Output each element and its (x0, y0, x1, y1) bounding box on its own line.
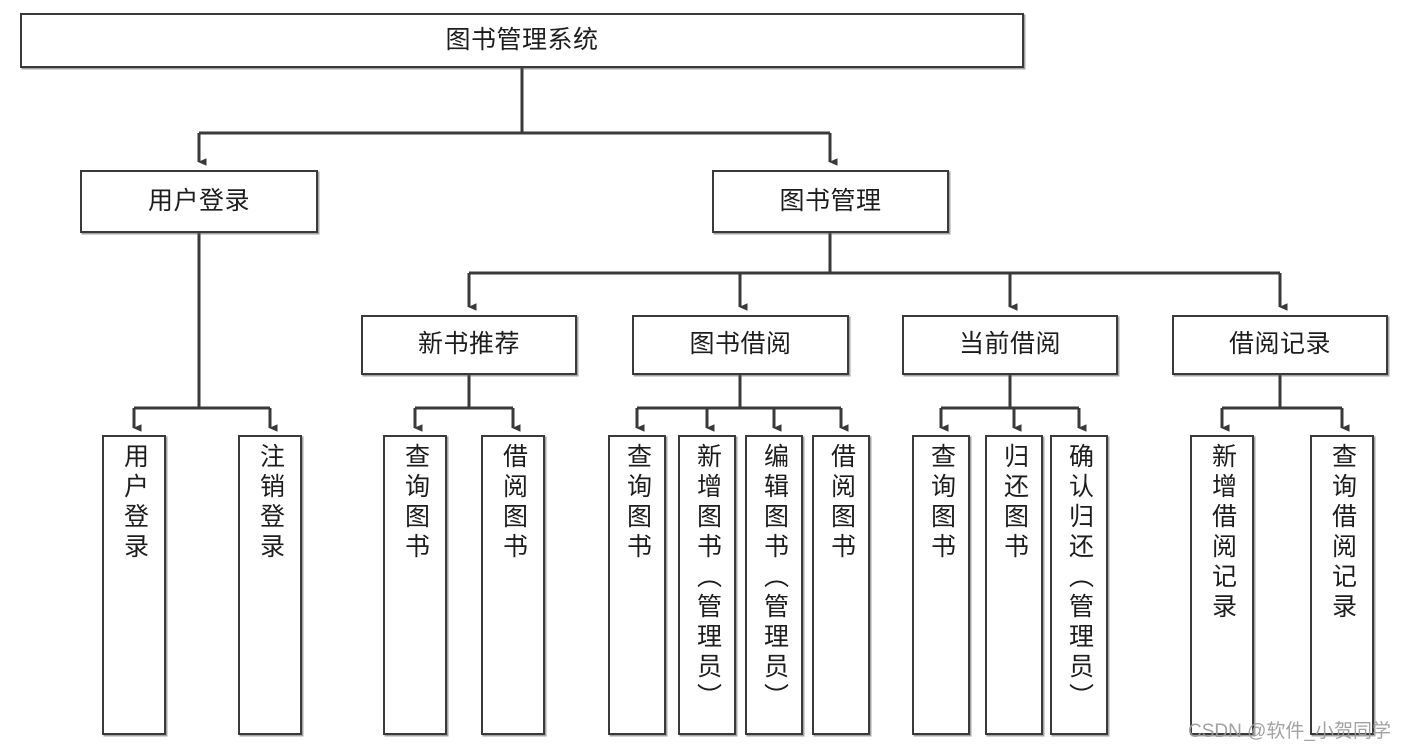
node-leaf-query-book-1-label: 查询图书 (401, 443, 430, 563)
node-leaf-borrow-book-2-label: 借阅图书 (827, 443, 856, 563)
node-leaf-query-book-2[interactable]: 查询图书 (608, 435, 666, 735)
node-book-manage[interactable]: 图书管理 (712, 170, 949, 233)
node-leaf-query-book-3[interactable]: 查询图书 (912, 435, 970, 735)
node-leaf-query-book-1[interactable]: 查询图书 (383, 435, 447, 735)
node-leaf-borrow-book-1[interactable]: 借阅图书 (481, 435, 545, 735)
node-user-login-label: 用户登录 (147, 186, 250, 215)
node-new-book-rec-label: 新书推荐 (417, 330, 520, 359)
node-leaf-return-book[interactable]: 归还图书 (985, 435, 1043, 735)
node-leaf-borrow-book-1-label: 借阅图书 (499, 443, 528, 563)
node-book-borrow[interactable]: 图书借阅 (632, 315, 849, 375)
node-borrow-record-label: 借阅记录 (1228, 330, 1331, 359)
node-root[interactable]: 图书管理系统 (20, 13, 1024, 68)
node-leaf-add-book[interactable]: 新增图书（管理员） (678, 435, 736, 735)
node-leaf-add-record[interactable]: 新增借阅记录 (1190, 435, 1254, 735)
node-user-login[interactable]: 用户登录 (80, 170, 318, 233)
node-leaf-borrow-book-2[interactable]: 借阅图书 (812, 435, 870, 735)
node-leaf-query-record[interactable]: 查询借阅记录 (1310, 435, 1374, 735)
node-leaf-confirm-return-label: 确认归还（管理员） (1065, 443, 1094, 713)
node-current-borrow[interactable]: 当前借阅 (902, 315, 1118, 375)
node-borrow-record[interactable]: 借阅记录 (1172, 315, 1388, 375)
node-leaf-logout[interactable]: 注销登录 (238, 435, 302, 735)
node-leaf-query-record-label: 查询借阅记录 (1328, 443, 1357, 623)
node-leaf-edit-book-label: 编辑图书（管理员） (760, 443, 789, 713)
node-leaf-add-book-label: 新增图书（管理员） (693, 443, 722, 713)
node-leaf-query-book-2-label: 查询图书 (623, 443, 652, 563)
node-book-manage-label: 图书管理 (779, 186, 882, 215)
node-book-borrow-label: 图书借阅 (689, 330, 792, 359)
node-leaf-add-record-label: 新增借阅记录 (1208, 443, 1237, 623)
node-leaf-user-login[interactable]: 用户登录 (102, 435, 166, 735)
node-root-label: 图书管理系统 (445, 25, 599, 54)
node-leaf-query-book-3-label: 查询图书 (927, 443, 956, 563)
node-leaf-user-login-label: 用户登录 (120, 443, 149, 563)
node-leaf-logout-label: 注销登录 (256, 443, 285, 563)
node-leaf-edit-book[interactable]: 编辑图书（管理员） (745, 435, 803, 735)
node-new-book-rec[interactable]: 新书推荐 (361, 315, 577, 375)
node-current-borrow-label: 当前借阅 (958, 330, 1061, 359)
node-leaf-return-book-label: 归还图书 (1000, 443, 1029, 563)
node-leaf-confirm-return[interactable]: 确认归还（管理员） (1050, 435, 1108, 735)
